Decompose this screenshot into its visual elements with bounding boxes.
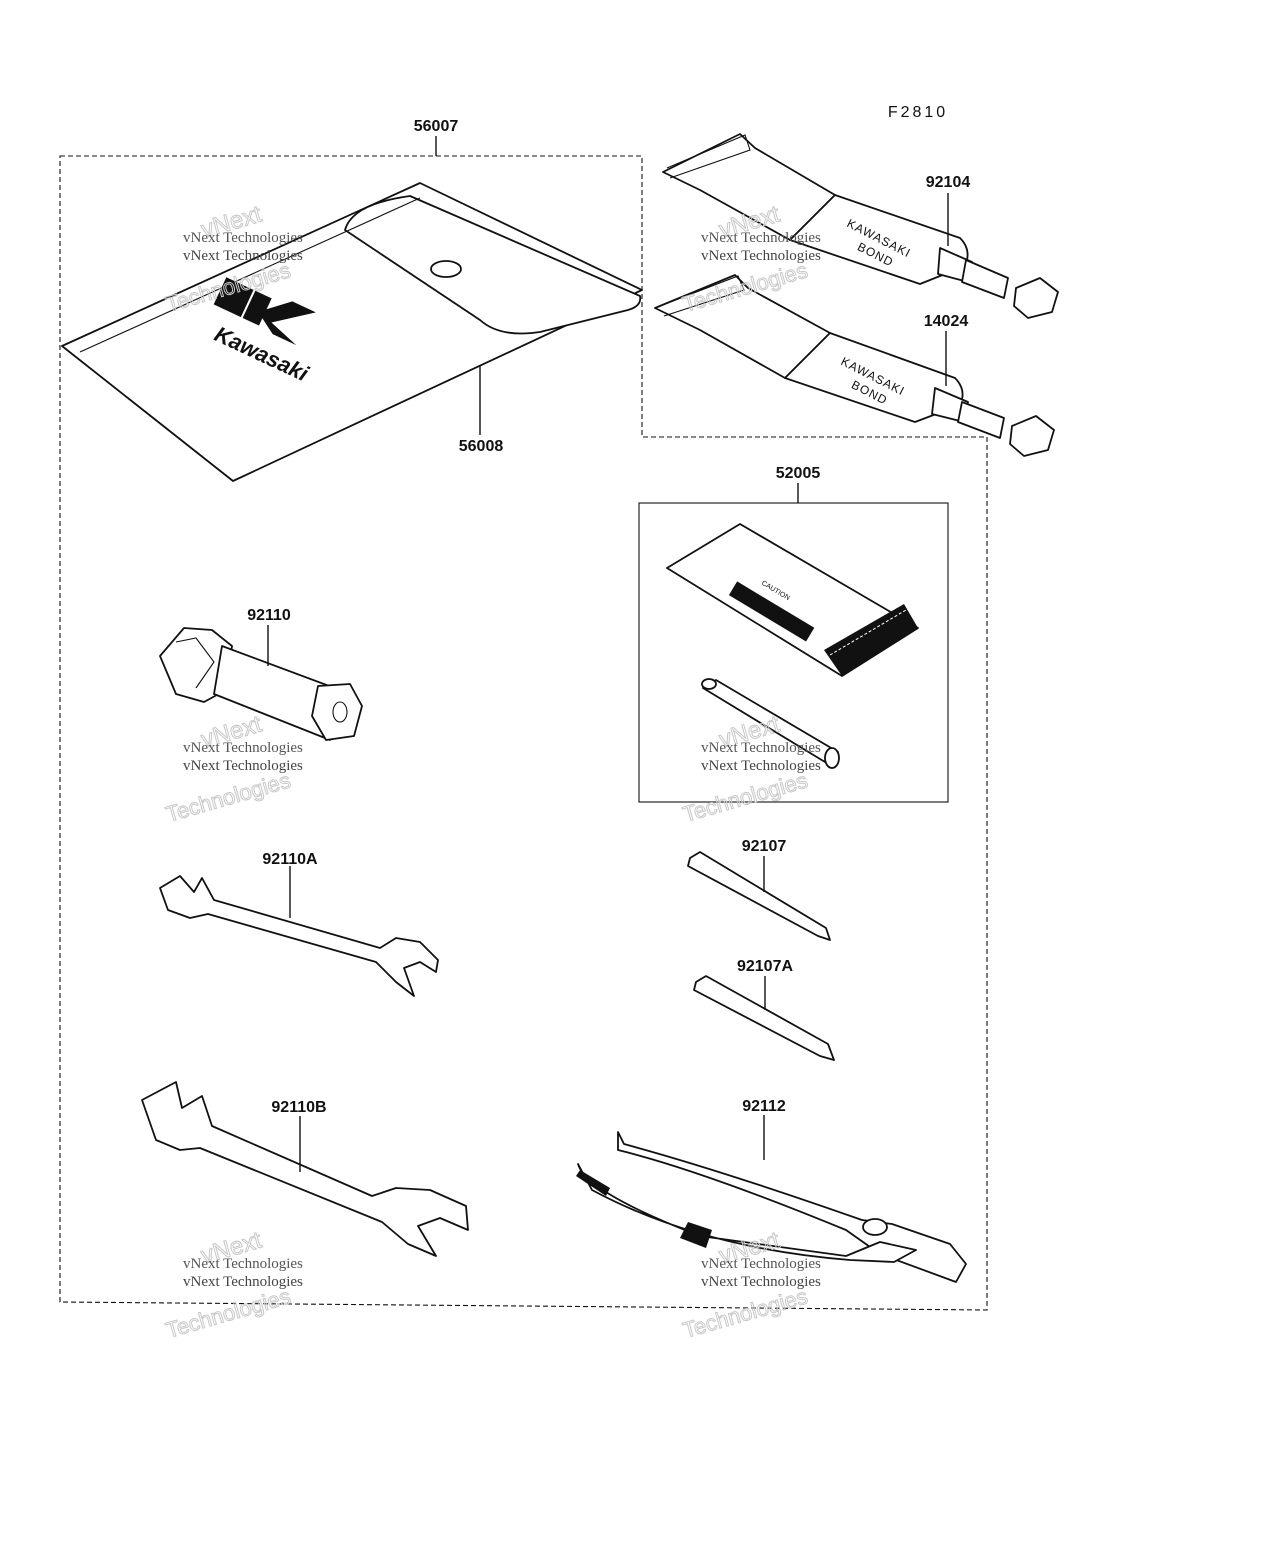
screwdriver-bit — [687, 851, 831, 941]
svg-text:vNext Technologies: vNext Technologies — [183, 1256, 303, 1272]
svg-text:vNext Technologies: vNext Technologies — [701, 1256, 821, 1272]
svg-text:vNext Technologies: vNext Technologies — [183, 758, 303, 774]
watermark-3: vNext vNext Technologies vNext Technolog… — [162, 710, 303, 827]
toolkit-outline — [59, 155, 988, 1311]
part-label-92107A: 92107A — [737, 958, 793, 975]
svg-text:vNext Technologies: vNext Technologies — [183, 740, 303, 756]
part-label-92107: 92107 — [742, 838, 787, 855]
watermark-4: vNext vNext Technologies vNext Technolog… — [679, 710, 821, 827]
open-end-wrench-large — [141, 1081, 469, 1257]
part-label-92110: 92110 — [247, 607, 291, 624]
screwdriver-bit-a — [693, 975, 835, 1061]
svg-text:Technologies: Technologies — [163, 1283, 293, 1342]
owners-manual: CAUTION — [666, 523, 919, 677]
open-end-wrench-small — [159, 875, 439, 997]
part-label-92110B: 92110B — [271, 1099, 326, 1116]
spark-plug-wrench — [159, 627, 363, 741]
grease-tube — [701, 678, 840, 769]
svg-text:Technologies: Technologies — [163, 767, 293, 826]
watermark-5: vNext vNext Technologies vNext Technolog… — [162, 1226, 303, 1343]
part-label-92110A: 92110A — [262, 851, 318, 868]
bond-tube-14024: KAWASAKI BOND — [654, 274, 1055, 457]
svg-text:vNext Technologies: vNext Technologies — [701, 758, 821, 774]
svg-text:vNext Technologies: vNext Technologies — [183, 230, 303, 246]
part-label-56007: 56007 — [414, 118, 459, 135]
part-label-92112: 92112 — [742, 1098, 786, 1115]
svg-text:vNext Technologies: vNext Technologies — [701, 1274, 821, 1290]
part-label-92104: 92104 — [926, 174, 971, 191]
figure-code: F2810 — [888, 104, 948, 121]
owners-kit-box — [638, 502, 949, 803]
svg-text:Technologies: Technologies — [680, 1283, 810, 1342]
part-label-56008: 56008 — [459, 438, 504, 455]
svg-text:vNext Technologies: vNext Technologies — [701, 248, 821, 264]
svg-text:vNext Technologies: vNext Technologies — [701, 230, 821, 246]
part-label-14024: 14024 — [924, 313, 969, 330]
part-label-52005: 52005 — [776, 465, 821, 482]
tool-pouch: Kawasaki — [61, 182, 643, 482]
svg-text:Technologies: Technologies — [680, 767, 810, 826]
svg-text:vNext Technologies: vNext Technologies — [183, 248, 303, 264]
svg-text:vNext Technologies: vNext Technologies — [183, 1274, 303, 1290]
bond-tube-92104: KAWASAKI BOND — [662, 133, 1059, 319]
pliers — [576, 1131, 967, 1283]
svg-text:vNext Technologies: vNext Technologies — [701, 740, 821, 756]
